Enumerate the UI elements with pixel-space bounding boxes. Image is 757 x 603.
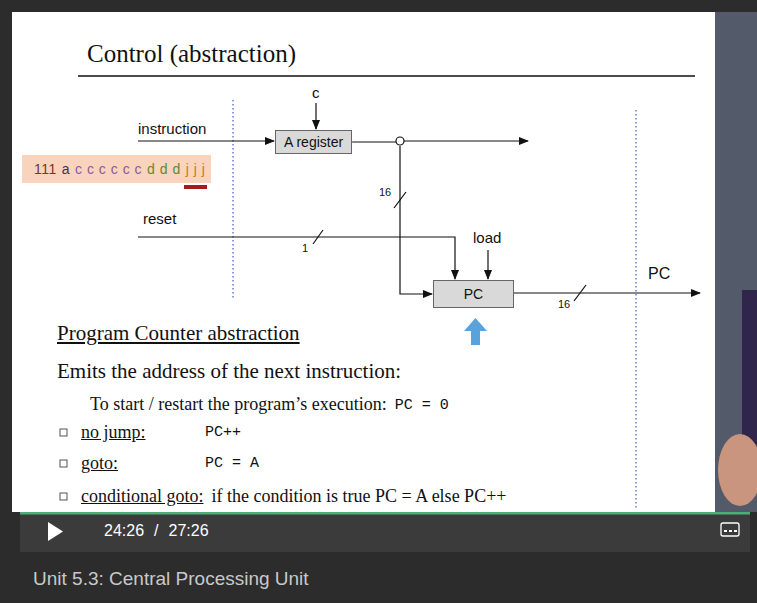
node-label: A register [284,134,343,150]
player-bar [20,514,750,552]
signal-name: instruction [138,120,206,137]
slide [12,12,715,512]
bit-field: a [62,161,70,177]
bullet [60,460,67,467]
reset-wire [138,237,455,279]
bus-width: 16 [558,298,570,311]
body-text: To start / restart the program’s executi… [90,394,387,415]
time-total: 27:26 [169,522,209,540]
slide-title: Control (abstraction) [87,40,296,69]
body-text: if the condition is true PC = A else PC+… [211,486,506,507]
boundary-line [635,110,637,508]
bullet-term: conditional goto: [81,486,203,507]
signal-name: PC [648,265,670,283]
signal-name: load [473,229,501,246]
pc-output-wire [514,292,700,293]
code-text: PC++ [205,424,241,441]
highlight-bar [184,185,208,189]
a-output-wire [404,140,528,141]
time-current: 24:26 [104,522,144,540]
code-text: PC = A [205,455,259,472]
bit-field: 111 [34,161,57,177]
bus-slash [574,285,586,301]
time-separator: / [154,522,158,540]
subtitles-icon [721,523,739,536]
bus-wire [352,142,432,294]
body-text: Emits the address of the next instructio… [57,359,401,383]
title-rule [78,75,695,77]
play-icon [48,522,63,541]
bullet [60,493,67,500]
bus-slash [313,230,323,244]
bit-field: j j j [186,161,206,177]
node-label: PC [464,286,483,302]
bullet [60,429,67,436]
video-caption: Unit 5.3: Central Processing Unit [33,568,309,590]
section-heading: Program Counter abstraction [57,321,300,345]
pointer-arrow [464,318,487,345]
bit-field: d d d [147,161,181,177]
progress-bar [20,512,750,515]
load-wire [487,250,488,279]
bus-width: 1 [302,242,308,255]
instruction-wire [138,140,274,141]
bullet-term: no jump: [81,422,146,443]
register-box: PC [433,280,514,308]
signal-name: reset [143,210,176,227]
bullet-term: goto: [81,453,118,474]
bit-field: c c c c c c [75,161,142,177]
boundary-line [232,100,234,300]
bus-width: 16 [379,186,391,199]
instruction-band: 111 a c c c c c c d d d j j j [22,155,211,183]
junction [396,137,404,145]
register-box: A register [275,130,352,154]
code-text: PC = 0 [395,397,449,414]
presenter-hand [718,434,757,506]
control-wire [315,103,316,129]
signal-name: c [312,84,320,101]
